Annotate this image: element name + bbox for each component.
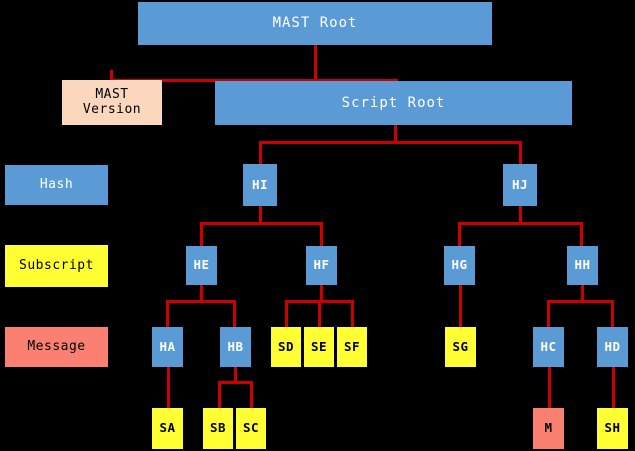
node-label-hd: HD [604,338,621,354]
node-label-he: HE [193,257,210,273]
edge-mastroot-bus [110,79,398,82]
node-mast-version[interactable]: MAST Version [62,80,162,125]
edge-hc-to-m [548,367,551,409]
node-hj[interactable]: HJ [503,164,537,206]
node-hg[interactable]: HG [444,246,475,285]
node-hh[interactable]: HH [567,246,598,285]
edge-hj-to-hh [580,222,583,247]
edge-he-to-ha [166,300,169,328]
legend-label-hash: Hash [39,176,74,192]
node-label-sa: SA [159,420,176,436]
node-label-sg: SG [452,338,469,354]
node-hb[interactable]: HB [220,327,251,367]
edge-ha-to-sa [167,367,170,409]
node-label-hb: HB [227,338,244,354]
edge-hj-stem [519,206,522,224]
node-label-script-root: Script Root [341,94,446,111]
node-hi[interactable]: HI [243,164,277,206]
edge-hf-stem [320,285,323,302]
node-label-m: M [544,420,553,436]
node-sd[interactable]: SD [271,327,301,367]
node-sa[interactable]: SA [152,408,183,449]
node-sh[interactable]: SH [597,408,628,449]
node-label-hi: HI [251,176,269,192]
node-label-sf: SF [343,338,361,354]
edge-hi-to-he [200,222,203,247]
node-sb[interactable]: SB [203,408,233,449]
edge-hj-to-hg [458,222,461,247]
node-label-hj: HJ [511,176,529,192]
edge-hb-stem [234,367,237,383]
edge-hg-to-sg [459,285,462,328]
edge-scriptroot-to-hj [519,141,522,165]
edge-hb-bus [218,381,253,384]
node-label-se: SE [310,338,328,354]
node-label-sd: SD [277,338,295,354]
edge-hi-stem [259,206,262,224]
node-sg[interactable]: SG [445,327,476,367]
edge-hb-to-sc [250,381,253,409]
edge-hh-to-hc [547,300,550,328]
node-hf[interactable]: HF [306,246,337,285]
node-label-hf: HF [313,257,330,273]
legend-item-subscript: Subscript [5,245,108,287]
edge-scriptroot-stem [394,125,397,143]
node-label-sh: SH [604,420,621,436]
node-m[interactable]: M [533,408,564,449]
edge-scriptroot-bus [259,141,522,144]
node-he[interactable]: HE [186,246,217,285]
node-label-hg: HG [451,257,468,273]
edge-he-stem [200,285,203,302]
node-hc[interactable]: HC [533,327,564,367]
legend-label-message: Message [27,338,86,354]
node-label-ha: HA [159,338,176,354]
edge-hh-stem [581,285,584,302]
edge-he-to-hb [233,300,236,328]
edge-hf-to-se [318,300,321,328]
legend-item-message: Message [5,327,108,367]
edge-hj-bus [458,222,583,225]
edge-mastroot-stem [314,45,317,82]
edge-hh-to-hd [611,300,614,328]
edge-hi-bus [200,222,323,225]
edge-hd-to-sh [612,367,615,409]
node-sc[interactable]: SC [236,408,266,449]
node-mast-root[interactable]: MAST Root [138,2,492,45]
node-sf[interactable]: SF [337,327,367,367]
edge-hi-to-hf [320,222,323,247]
node-label-sc: SC [242,420,260,436]
edge-hf-to-sf [351,300,354,328]
node-script-root[interactable]: Script Root [215,81,572,125]
edge-mastversion-link [110,70,113,82]
legend-label-subscript: Subscript [19,257,94,273]
node-label-hh: HH [574,257,591,273]
edge-hh-bus [547,300,614,303]
node-label-mast-version: MAST Version [82,86,142,117]
node-label-hc: HC [540,338,557,354]
node-label-mast-root: MAST Root [272,15,358,32]
edge-scriptroot-to-hi [259,141,262,165]
legend-item-hash: Hash [5,165,108,205]
node-label-sb: SB [209,420,227,436]
edge-hb-to-sb [218,381,221,409]
edge-hf-to-sd [285,300,288,328]
node-se[interactable]: SE [304,327,334,367]
edge-he-bus [166,300,236,303]
node-hd[interactable]: HD [597,327,628,367]
node-ha[interactable]: HA [152,327,183,367]
